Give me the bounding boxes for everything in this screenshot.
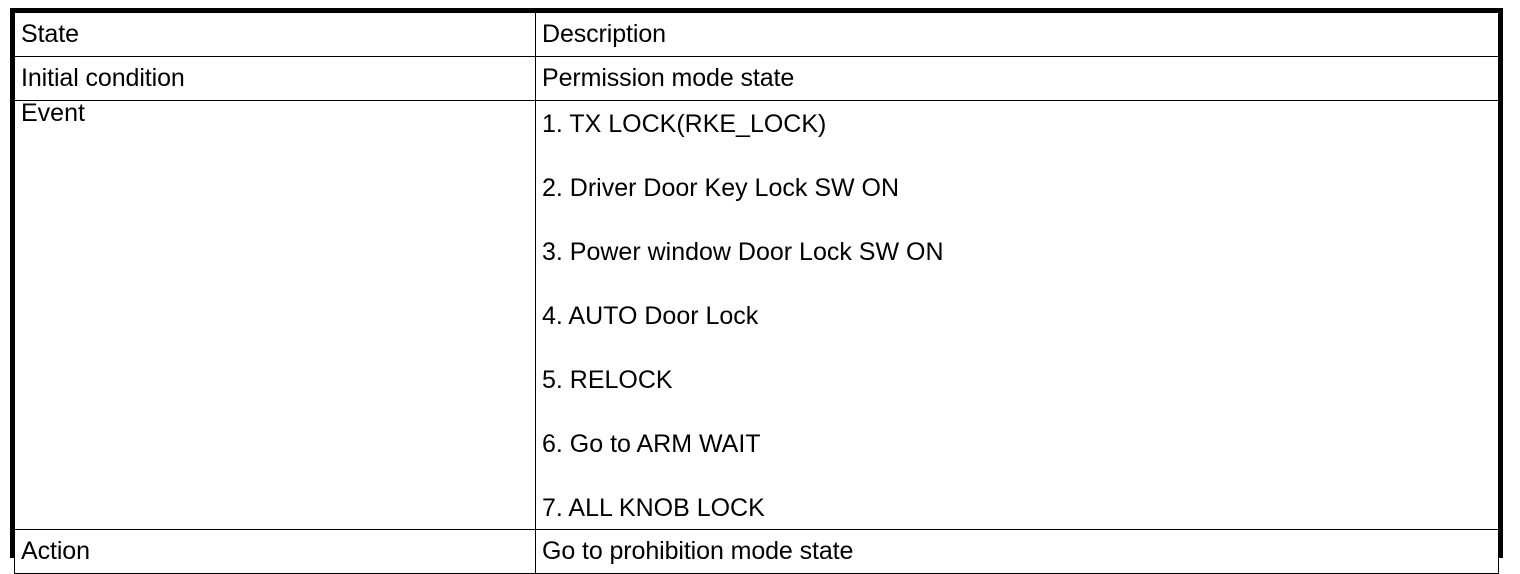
header-cell-state: State (14, 12, 536, 57)
list-item: 5. RELOCK (542, 366, 673, 394)
header-cell-description: Description (535, 12, 1499, 57)
action-value: Go to prohibition mode state (542, 537, 854, 565)
initial-condition-label: Initial condition (21, 64, 185, 92)
list-item: 6. Go to ARM WAIT (542, 430, 761, 458)
table-row-initial-condition: Initial condition Permission mode state (14, 56, 1499, 101)
event-item-list: 1. TX LOCK(RKE_LOCK) 2. Driver Door Key … (536, 101, 1498, 521)
table-row-action: Action Go to prohibition mode state (14, 529, 1499, 574)
cell-action-state: Action (14, 529, 536, 574)
column-header-state: State (21, 20, 79, 48)
list-item: 1. TX LOCK(RKE_LOCK) (542, 110, 827, 138)
list-item: 3. Power window Door Lock SW ON (542, 238, 944, 266)
cell-event-state: Event (14, 99, 536, 530)
action-label: Action (21, 537, 90, 565)
state-description-table: State Description Initial condition Perm… (10, 8, 1503, 574)
list-item: 2. Driver Door Key Lock SW ON (542, 174, 900, 202)
list-item: 4. AUTO Door Lock (542, 302, 759, 330)
cell-event-description: 1. TX LOCK(RKE_LOCK) 2. Driver Door Key … (535, 100, 1499, 530)
cell-initial-condition-state: Initial condition (14, 56, 536, 101)
column-header-description: Description (542, 20, 666, 48)
cell-initial-condition-description: Permission mode state (535, 56, 1499, 101)
table-header-row: State Description (14, 12, 1499, 57)
table-row-event: Event 1. TX LOCK(RKE_LOCK) 2. Driver Doo… (14, 99, 1499, 530)
table: State Description Initial condition Perm… (14, 12, 1499, 574)
list-item: 7. ALL KNOB LOCK (542, 494, 765, 522)
initial-condition-value: Permission mode state (542, 64, 795, 92)
event-label: Event (21, 99, 85, 127)
cell-action-description: Go to prohibition mode state (535, 529, 1499, 574)
